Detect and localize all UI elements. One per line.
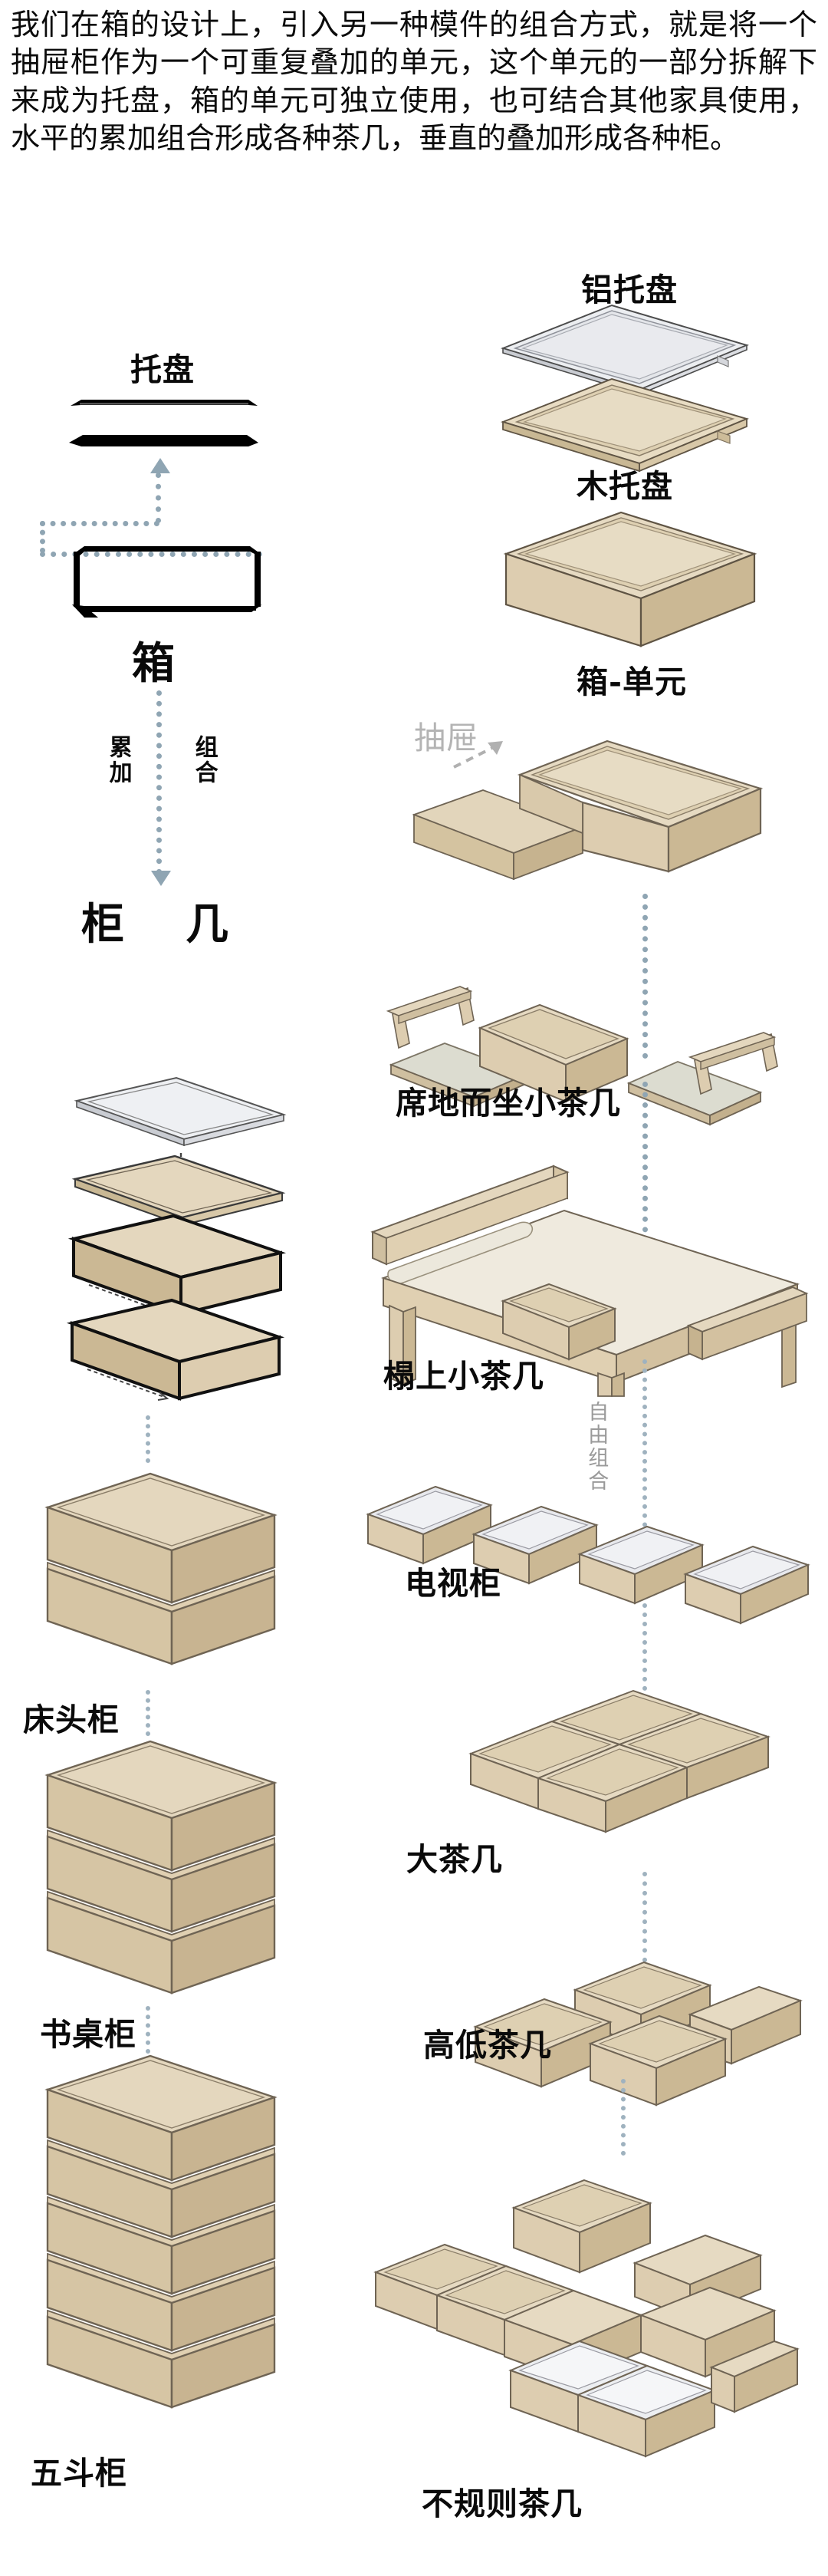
- accumulate-spine: [156, 690, 162, 875]
- big-tea-table-label: 大茶几: [406, 1841, 503, 1878]
- irregular-tea-table-label: 不规则茶几: [422, 2485, 583, 2522]
- exploded-stack-diagram: [31, 1070, 307, 1401]
- spine-free-combination: [642, 1359, 647, 1563]
- tray-connector-horizontal-bottom: [40, 552, 262, 557]
- spine-big-to-highlow: [642, 1872, 647, 1962]
- box-label: 箱: [132, 638, 176, 689]
- daybed-tea-table-label: 榻上小茶几: [383, 1358, 544, 1395]
- wood-tray-object: [498, 374, 751, 474]
- drawer-label: 抽屉: [414, 720, 478, 756]
- nightstand-label: 床头柜: [23, 1701, 120, 1738]
- intro-paragraph: 我们在箱的设计上，引入另一种模件的组合方式，就是将一个抽屉柜作为一个可重复叠加的…: [11, 8, 817, 156]
- floor-tea-table-object: [345, 944, 828, 1126]
- connector-to-desk-cabinet: [146, 1690, 150, 1736]
- drawer-arrow-icon: [452, 736, 514, 775]
- box-line-diagram: [67, 545, 267, 629]
- high-low-tea-table-label: 高低茶几: [423, 2027, 552, 2064]
- tray-connector-vertical-left: [40, 521, 45, 553]
- tray-line-diagram: [67, 395, 259, 464]
- spine-highlow-to-irregular: [621, 2079, 626, 2156]
- wood-tray-label: 木托盘: [577, 468, 673, 505]
- tv-cabinet-object: [360, 1458, 828, 1657]
- combine-label: 组合: [190, 735, 218, 786]
- high-low-tea-table-object: [460, 1941, 813, 2140]
- big-tea-table-object: [460, 1688, 805, 1872]
- floor-tea-table-label: 席地而坐小茶几: [396, 1085, 621, 1122]
- tray-up-arrow-shaft: [156, 473, 161, 523]
- connector-to-nightstand: [146, 1415, 150, 1463]
- connector-to-chest: [146, 2006, 150, 2054]
- box-with-drawer-object: [406, 713, 767, 882]
- daybed-tea-table-object: [345, 1143, 828, 1397]
- chest-of-drawers-stack: [35, 2047, 288, 2461]
- nightstand-stack: [35, 1461, 288, 1684]
- accumulate-arrow-head: [151, 871, 171, 886]
- free-combination-label: 自由组合: [584, 1401, 609, 1493]
- box-unit-label: 箱-单元: [577, 664, 688, 700]
- spine-floor-to-daybed: [642, 1082, 648, 1243]
- desk-cabinet-stack: [35, 1732, 288, 2001]
- table-label: 几: [186, 899, 229, 950]
- irregular-tea-table-object: [368, 2140, 828, 2508]
- tv-cabinet-label: 电视柜: [405, 1565, 501, 1602]
- tray-connector-horizontal-top: [40, 521, 159, 526]
- spine-tv-to-big-table: [642, 1603, 647, 1718]
- cabinet-label: 柜: [81, 899, 125, 950]
- accumulate-label: 累加: [104, 735, 132, 786]
- chest-of-drawers-label: 五斗柜: [31, 2455, 127, 2492]
- tray-up-arrow-head: [150, 458, 170, 473]
- desk-cabinet-label: 书桌柜: [40, 2016, 136, 2053]
- box-unit-object: [498, 506, 759, 648]
- spine-drawer-to-floor-table: [642, 894, 648, 1059]
- aluminum-tray-label: 铝托盘: [581, 272, 678, 308]
- tray-label: 托盘: [130, 351, 195, 388]
